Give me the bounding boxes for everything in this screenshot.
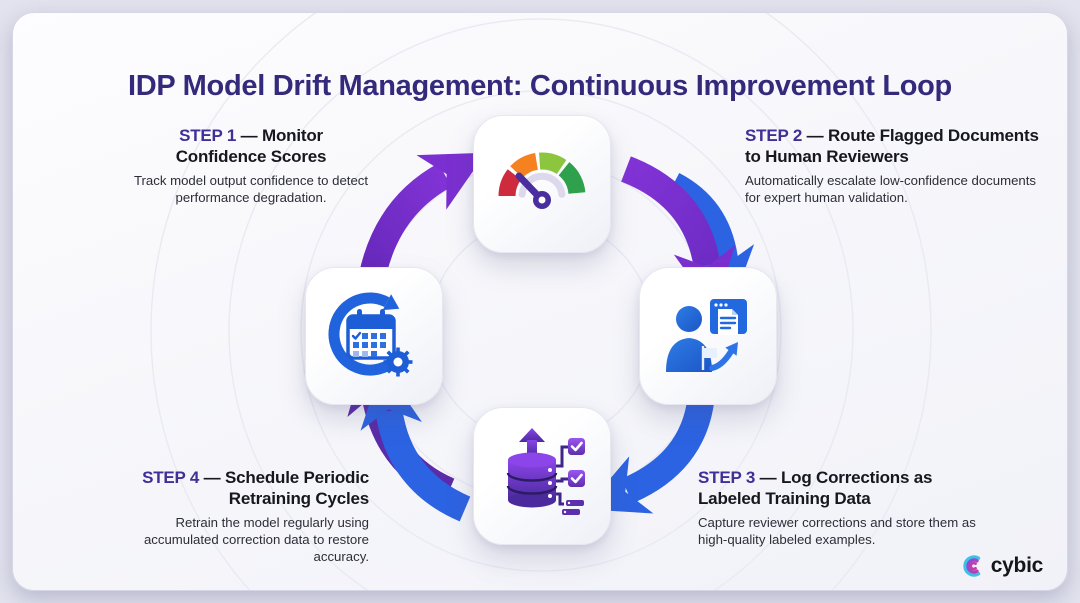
arrow-step1-to-step2 xyxy=(620,156,736,311)
step-3-block: STEP 3 — Log Corrections as Labeled Trai… xyxy=(698,467,990,548)
step-1-block: STEP 1 — Monitor Confidence Scores Track… xyxy=(133,125,369,206)
step-1-heading: STEP 1 — Monitor Confidence Scores xyxy=(175,126,327,166)
gauge-icon xyxy=(498,152,586,209)
reviewer-card xyxy=(639,267,777,405)
calendar-card xyxy=(305,267,443,405)
database-card xyxy=(473,407,611,545)
step-4-block: STEP 4 — Schedule Periodic Retraining Cy… xyxy=(105,467,369,565)
step-2-block: STEP 2 — Route Flagged Documents to Huma… xyxy=(745,125,1045,206)
infographic-canvas: IDP Model Drift Management: Continuous I… xyxy=(12,12,1068,591)
arrow-step3-to-step4-purple xyxy=(347,350,455,504)
step-2-heading: STEP 2 — Route Flagged Documents to Huma… xyxy=(745,126,1039,166)
labeled-database-icon xyxy=(506,428,585,515)
brand-logo: cybic xyxy=(962,554,1043,578)
step-1-description: Track model output confidence to detect … xyxy=(133,173,369,205)
step-3-heading: STEP 3 — Log Corrections as Labeled Trai… xyxy=(698,468,933,508)
arrow-step3-to-step4 xyxy=(360,364,471,522)
arrow-step2-to-step3 xyxy=(584,396,715,514)
arrow-step1-to-step2-blue xyxy=(666,173,755,310)
step-4-heading: STEP 4 — Schedule Periodic Retraining Cy… xyxy=(142,468,369,508)
step-2-description: Automatically escalate low-confidence do… xyxy=(745,173,1037,205)
page-title: IDP Model Drift Management: Continuous I… xyxy=(128,70,952,103)
cybic-swirl-icon xyxy=(963,555,980,577)
brand-name: cybic xyxy=(990,554,1044,577)
step-4-description: Retrain the model regularly using accumu… xyxy=(143,515,369,564)
retraining-calendar-icon xyxy=(328,292,413,377)
step-3-description: Capture reviewer corrections and store t… xyxy=(698,515,976,547)
human-reviewer-icon xyxy=(666,299,747,372)
gauge-card xyxy=(473,115,611,253)
gear-icon xyxy=(383,347,413,377)
